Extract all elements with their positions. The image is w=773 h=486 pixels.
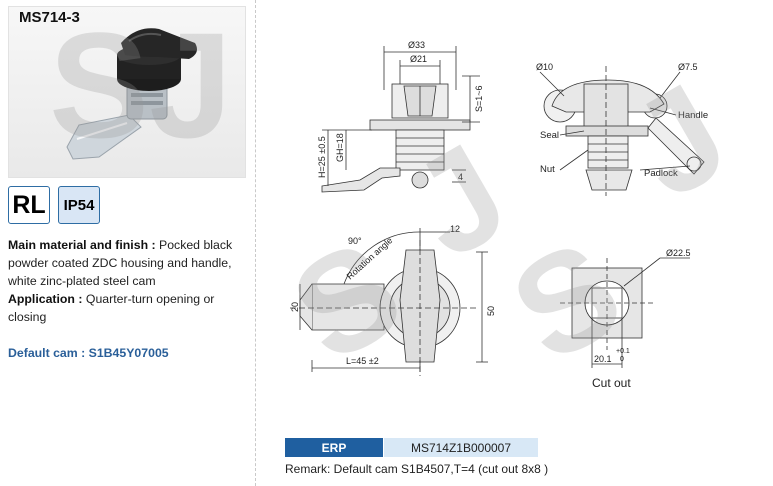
lock-photo-illustration [66, 28, 197, 160]
label-padlock: Padlock [644, 168, 678, 179]
cut-out-label: Cut out [592, 376, 631, 390]
dim-tol-plus: +0.1 [616, 348, 630, 355]
material-label: Main material and finish : [8, 238, 156, 252]
dim-gh: GH=18 [335, 133, 345, 162]
dim-4: 4 [458, 172, 463, 182]
model-title: MS714-3 [19, 9, 80, 26]
dim-12: 12 [450, 224, 460, 234]
dim-tol-zero: 0 [620, 356, 624, 363]
product-description: Main material and finish : Pocked black … [8, 236, 248, 326]
label-seal: Seal [540, 130, 559, 141]
dim-d33: Ø33 [408, 40, 425, 50]
remark: Remark: Default cam S1B4507,T=4 (cut out… [285, 462, 549, 476]
dim-angle: 90° [348, 236, 362, 246]
dim-d225: Ø22.5 [666, 248, 691, 258]
erp-tag: ERP [285, 438, 383, 457]
erp-code: MS714Z1B000007 [384, 438, 538, 457]
application-text: Quarter-turn opening or closing [8, 292, 215, 324]
material-text: Pocked black powder coated ZDC housing a… [8, 238, 233, 288]
dim-h: H=25 ±0.5 [317, 136, 327, 178]
dim-50: 50 [486, 306, 496, 316]
default-cam: Default cam : S1B45Y07005 [8, 346, 169, 360]
rl-badge: RL [8, 186, 50, 224]
dim-d75: Ø7.5 [678, 62, 698, 72]
dim-d21: Ø21 [410, 54, 427, 64]
dim-20: 20 [290, 302, 300, 312]
label-handle: Handle [678, 110, 708, 121]
dim-length: L=45 ±2 [346, 356, 379, 366]
label-nut: Nut [540, 164, 555, 175]
ip54-badge: IP54 [58, 186, 100, 224]
dim-cut-width: 20.1 [594, 354, 612, 364]
application-label: Application : [8, 292, 83, 306]
dim-s: S=1~6 [474, 85, 484, 112]
column-divider [255, 0, 256, 486]
dim-d10: Ø10 [536, 62, 553, 72]
